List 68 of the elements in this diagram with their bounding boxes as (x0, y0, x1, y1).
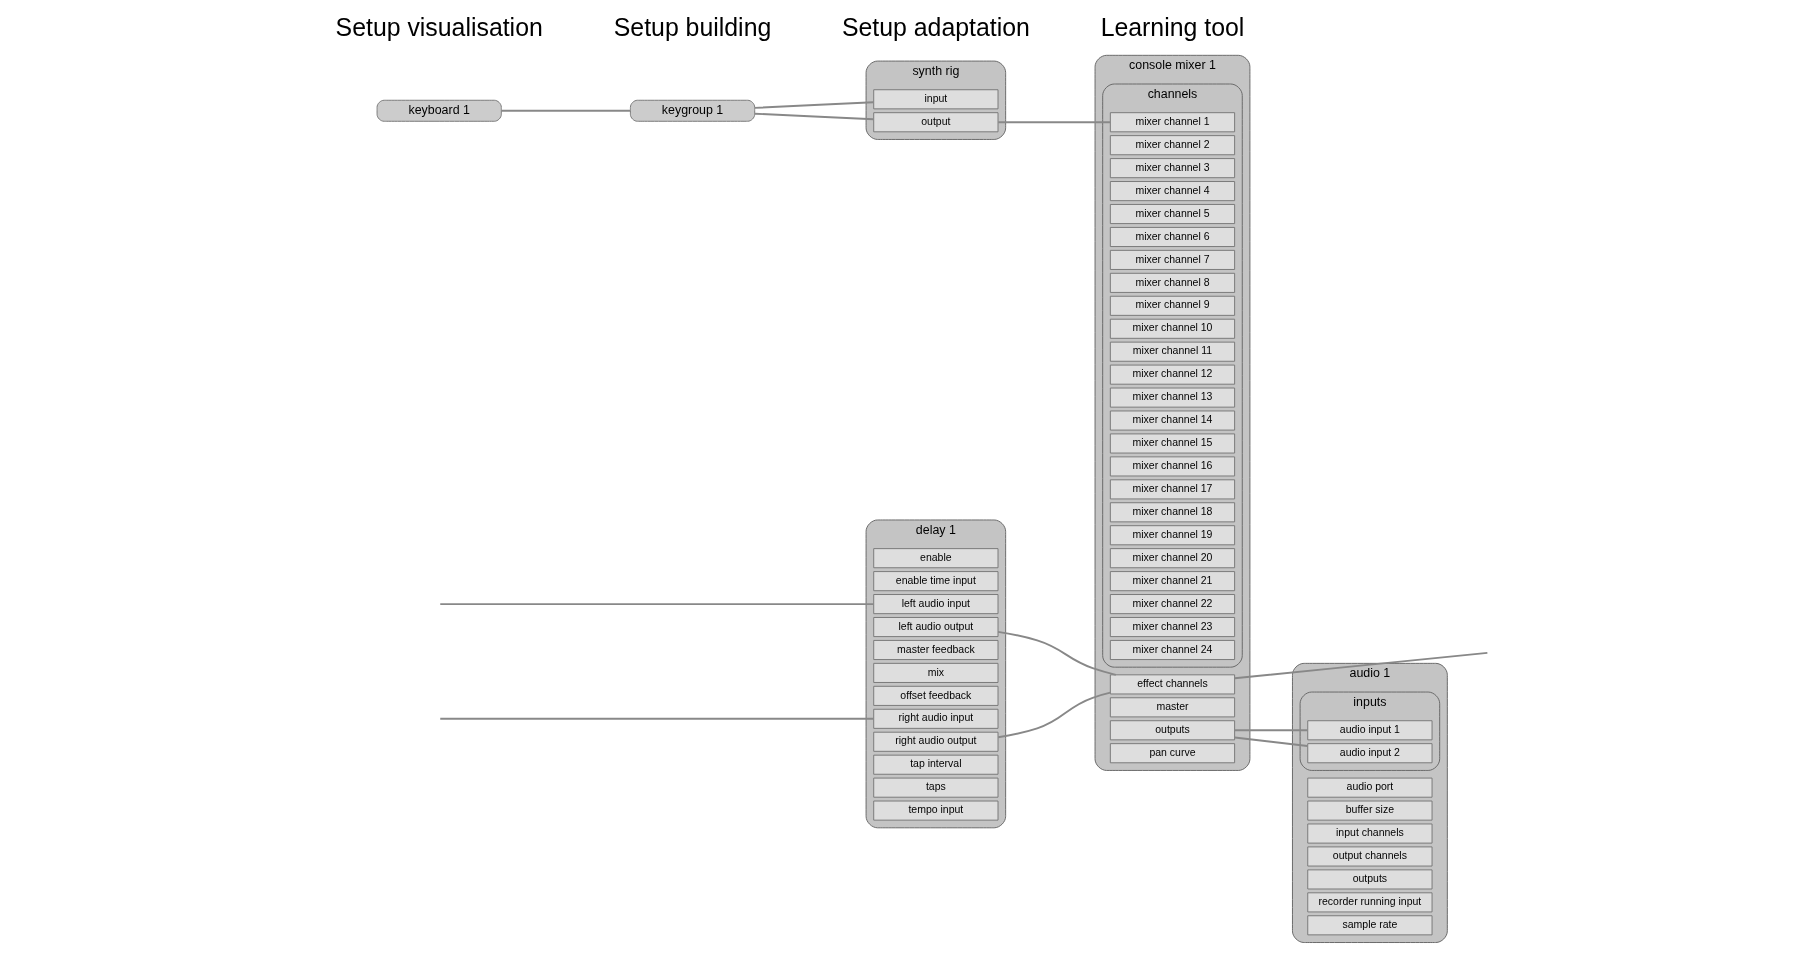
node-box: mixer channel 17 (1109, 479, 1236, 500)
node-box: mixer channel 9 (1109, 295, 1236, 316)
node-box: taps (873, 777, 999, 798)
node-box: mixer channel 11 (1109, 341, 1236, 362)
node-box: tap interval (873, 754, 999, 775)
node-box: master (1109, 697, 1236, 718)
node-box: sample rate (1307, 915, 1433, 936)
node-box: input (873, 89, 999, 110)
connector (1233, 736, 1309, 747)
node-box: buffer size (1307, 800, 1433, 821)
node-box: mixer channel 5 (1109, 204, 1236, 225)
node-box: mixer channel 12 (1109, 364, 1236, 385)
node-box: mixer channel 10 (1109, 318, 1236, 339)
connector (753, 112, 875, 121)
node-box: pan curve (1109, 743, 1236, 764)
node-box: mixer channel 6 (1109, 226, 1236, 247)
node-box: mixer channel 19 (1109, 525, 1236, 546)
connector (1233, 651, 1489, 680)
node-box: mixer channel 7 (1109, 249, 1236, 270)
node-box: mixer channel 13 (1109, 387, 1236, 408)
label: Learning tool (1100, 13, 1245, 41)
connector (753, 101, 875, 109)
node-box: mixer channel 18 (1109, 502, 1236, 523)
label: Setup building (613, 13, 772, 41)
node-box: outputs (1307, 869, 1433, 890)
node-box: mixer channel 14 (1109, 410, 1236, 431)
connector (439, 603, 875, 606)
connector (439, 717, 875, 720)
node-box: audio input 1 (1307, 720, 1433, 741)
node-box: mixer channel 4 (1109, 181, 1236, 202)
node-box: audio port (1307, 777, 1433, 798)
connector (997, 691, 1112, 739)
node-box: left audio output (873, 617, 999, 638)
node-box: mixer channel 8 (1109, 272, 1236, 293)
node-box: audio input 2 (1307, 743, 1433, 764)
connector (1233, 729, 1309, 732)
node-box: mixer channel 22 (1109, 594, 1236, 615)
node-box: right audio output (873, 731, 999, 752)
node-box: input channels (1307, 823, 1433, 844)
node-box: recorder running input (1307, 892, 1433, 913)
node-box: enable (873, 548, 999, 569)
node-box: mixer channel 23 (1109, 617, 1236, 638)
node-box: master feedback (873, 639, 999, 660)
node-box: mixer channel 21 (1109, 571, 1236, 592)
node-box: effect channels (1109, 674, 1236, 695)
node-box: mixer channel 2 (1109, 135, 1236, 156)
node-box: output channels (1307, 846, 1433, 867)
label: Setup visualisation (335, 13, 543, 41)
node-box: output (873, 112, 999, 133)
node-box: tempo input (873, 800, 999, 821)
node-box: right audio input (873, 708, 999, 729)
node-box: keygroup 1 (629, 99, 756, 122)
node-box: mixer channel 3 (1109, 158, 1236, 179)
node-box: offset feedback (873, 685, 999, 706)
node-box: mixer channel 15 (1109, 433, 1236, 454)
connector (997, 121, 1112, 124)
node-box: mix (873, 662, 999, 683)
node-box: mixer channel 1 (1109, 112, 1236, 133)
node-box: left audio input (873, 594, 999, 615)
node-box: keyboard 1 (376, 99, 502, 122)
node-box: mixer channel 24 (1109, 639, 1236, 660)
node-box: mixer channel 20 (1109, 548, 1236, 569)
connector (500, 109, 632, 112)
label: Setup adaptation (841, 13, 1030, 41)
node-box: enable time input (873, 571, 999, 592)
node-box: mixer channel 16 (1109, 456, 1236, 477)
connector (997, 630, 1117, 676)
node-box: outputs (1109, 720, 1236, 741)
